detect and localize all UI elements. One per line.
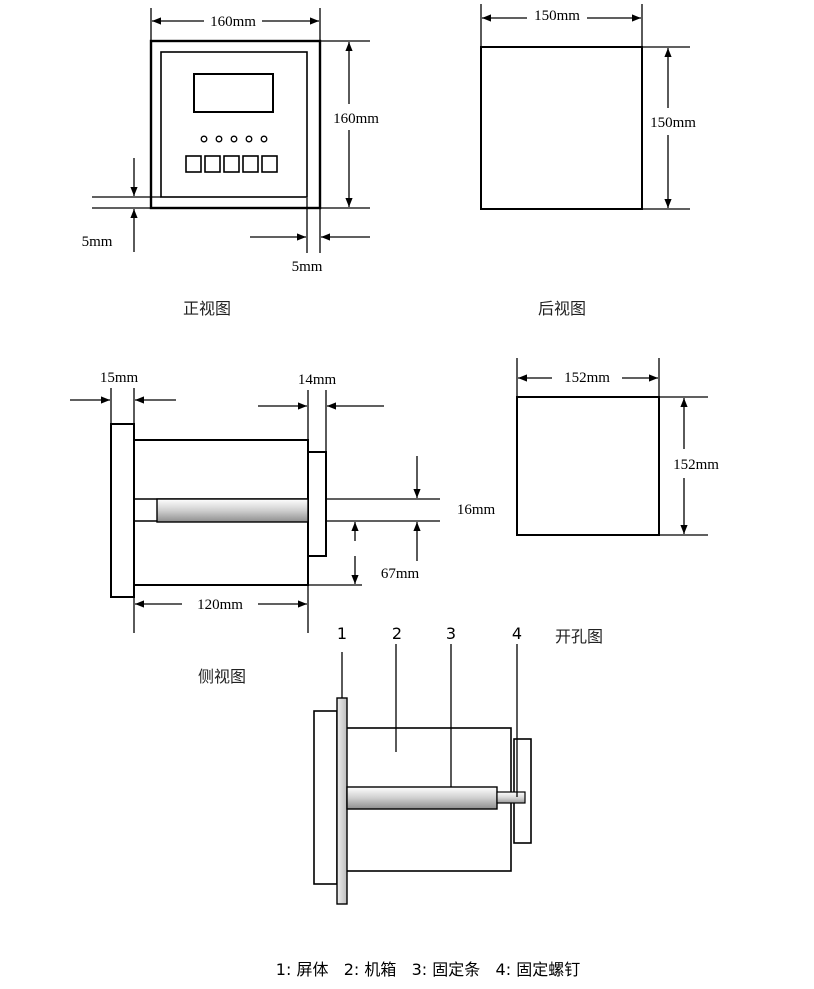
side-view-caption: 侧视图 [198, 667, 246, 686]
rear-view: 150mm 150mm 后视图 [480, 4, 696, 318]
cutout-width-label: 152mm [564, 370, 610, 386]
keypad-buttons [185, 155, 278, 173]
assembly-fixing-screw [496, 791, 526, 804]
side-view: 15mm 14mm 16mm 67mm 120mm 侧视图 [70, 370, 495, 686]
rear-view-caption: 后视图 [538, 299, 586, 318]
cutout-view: 152mm 152mm 开孔图 [516, 358, 719, 646]
side-lower-label: 67mm [381, 566, 420, 582]
side-front-panel [110, 423, 135, 598]
callout-1: 1 [337, 624, 347, 643]
assembly-view: 1 2 3 4 1: 屏体 2: 机箱 3: 固定条 4: 固定螺钉 [276, 624, 580, 979]
indicator-leds [200, 135, 268, 143]
rear-width-label: 150mm [534, 8, 580, 24]
display-window [193, 73, 274, 113]
assembly-rear-terminal [513, 738, 532, 844]
front-bottom-gap-label: 5mm [82, 234, 113, 250]
side-panel-label: 15mm [100, 370, 139, 386]
side-rear-terminal [307, 451, 327, 557]
front-height-label: 160mm [333, 111, 379, 127]
cutout-view-caption: 开孔图 [555, 627, 603, 646]
cutout-height-label: 152mm [673, 457, 719, 473]
rear-housing [480, 46, 643, 210]
assembly-screen-plate [336, 697, 348, 905]
parts-legend: 1: 屏体 2: 机箱 3: 固定条 4: 固定螺钉 [276, 960, 580, 979]
front-view-caption: 正视图 [183, 299, 231, 318]
front-bezel [149, 39, 322, 210]
side-fixing-bar [156, 498, 309, 523]
front-width-label: 160mm [210, 14, 256, 30]
front-side-gap-label: 5mm [292, 259, 323, 275]
panel-cutout [516, 396, 660, 536]
assembly-fixing-bar [346, 786, 498, 810]
side-rear-label: 14mm [298, 372, 337, 388]
front-inner-frame [160, 51, 308, 198]
rear-height-label: 150mm [650, 115, 696, 131]
callout-4: 4 [512, 624, 522, 643]
assembly-front-panel [313, 710, 338, 885]
front-view: 160mm 160mm 5mm 5mm 正视图 [82, 8, 379, 318]
callout-3: 3 [446, 624, 456, 643]
side-depth-label: 120mm [197, 597, 243, 613]
callout-2: 2 [392, 624, 402, 643]
side-upper-label: 16mm [457, 502, 496, 518]
